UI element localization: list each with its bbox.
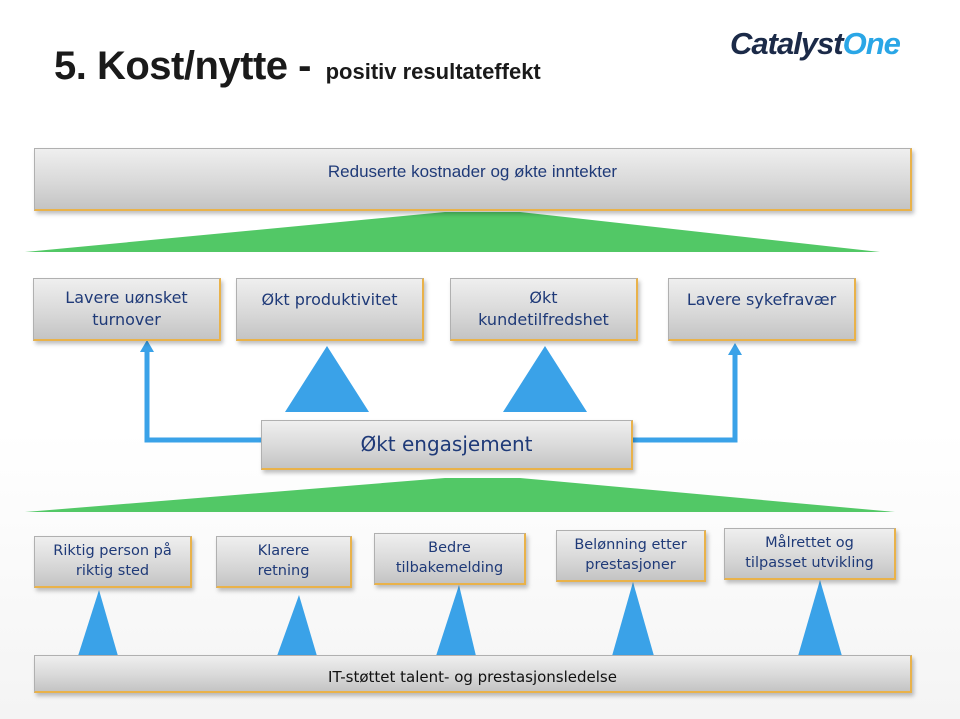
green-trapezoid-bottom <box>25 478 895 512</box>
benefit-box-satisfaction: Økt kundetilfredshet <box>450 278 638 341</box>
driver-text-right-person: Riktig person på riktig sted <box>53 542 172 579</box>
page-title-main: 5. Kost/nytte - <box>54 44 322 88</box>
page-title-sub: positiv resultateffekt <box>325 59 541 84</box>
driver-box-development: Målrettet og tilpasset utvikling <box>724 528 896 580</box>
logo-text-one: One <box>842 26 901 61</box>
logo-text-catalyst: Catalyst <box>730 26 844 61</box>
benefit-text-turnover: Lavere uønsket turnover <box>65 288 188 329</box>
benefit-text-sick-leave: Lavere sykefravær <box>686 290 837 309</box>
catalystone-logo: CatalystOne <box>730 26 901 62</box>
driver-text-direction: Klarere retning <box>257 542 310 579</box>
blue-triangle-driver-3 <box>436 585 476 656</box>
driver-box-reward: Belønning etter prestasjoner <box>556 530 706 582</box>
driver-box-right-person: Riktig person på riktig sted <box>34 536 192 588</box>
driver-text-development: Målrettet og tilpasset utvikling <box>745 534 874 571</box>
blue-triangle-satisfaction <box>503 346 587 412</box>
connector-right <box>632 353 738 443</box>
benefit-text-productivity: Økt produktivitet <box>261 290 398 309</box>
benefit-box-sick-leave: Lavere sykefravær <box>668 278 856 341</box>
driver-box-direction: Klarere retning <box>216 536 352 588</box>
blue-triangle-driver-1 <box>78 590 118 656</box>
outcome-text: Reduserte kostnader og økte inntekter <box>327 162 618 181</box>
benefit-box-turnover: Lavere uønsket turnover <box>33 278 221 341</box>
connector-left-arrowhead <box>140 340 154 352</box>
blue-triangle-driver-4 <box>612 582 654 656</box>
green-trapezoid-top <box>25 212 880 252</box>
driver-text-feedback: Bedre tilbakemelding <box>395 539 504 576</box>
connector-right-arrowhead <box>728 343 742 355</box>
benefit-text-satisfaction: Økt kundetilfredshet <box>478 288 609 329</box>
blue-triangle-productivity <box>285 346 369 412</box>
driver-text-reward: Belønning etter prestasjoner <box>574 536 687 573</box>
foundation-box: IT-støttet talent- og prestasjonsledelse <box>34 655 912 693</box>
blue-triangle-driver-2 <box>277 595 317 656</box>
outcome-box: Reduserte kostnader og økte inntekter <box>34 148 912 211</box>
benefit-box-productivity: Økt produktivitet <box>236 278 424 341</box>
page-title: 5. Kost/nytte - positiv resultateffekt <box>54 44 541 89</box>
foundation-text: IT-støttet talent- og prestasjonsledelse <box>328 667 617 686</box>
engagement-text: Økt engasjement <box>360 432 533 456</box>
blue-triangle-driver-5 <box>798 580 842 656</box>
engagement-box: Økt engasjement <box>261 420 633 470</box>
connector-left <box>144 350 263 443</box>
driver-box-feedback: Bedre tilbakemelding <box>374 533 526 585</box>
